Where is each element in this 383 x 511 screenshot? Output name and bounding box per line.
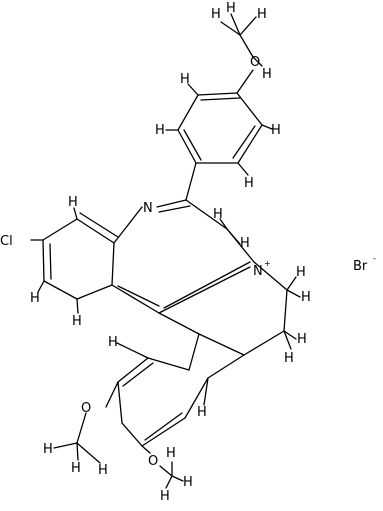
hydrogen-label: H	[271, 123, 281, 138]
bromide-charge-label: -	[373, 254, 376, 263]
hydrogen-label: H	[257, 7, 267, 22]
atom-labels: O N N + Cl Br - O O H H H H H H H H H H …	[0, 1, 376, 504]
hydrogen-label: H	[72, 314, 82, 329]
hydrogen-label: H	[244, 176, 254, 191]
hydrogen-label: H	[284, 351, 294, 366]
hydrogen-label: H	[68, 195, 78, 210]
hydrogen-label: H	[108, 335, 118, 350]
hydrogen-label: H	[301, 290, 311, 305]
hydrogen-label: H	[160, 489, 170, 504]
nitrogen-plus-label: N	[253, 264, 263, 279]
hydrogen-label: H	[180, 72, 190, 87]
bonds-diazepine	[111, 162, 255, 314]
hydrogen-label: H	[98, 463, 108, 478]
hydrogen-label: H	[211, 7, 221, 22]
hydrogen-label: H	[71, 461, 81, 476]
hydrogen-label: H	[155, 123, 165, 138]
hydrogen-label: H	[30, 291, 40, 306]
hydrogen-label: H	[183, 475, 193, 490]
bonds-chlorobenzo	[30, 207, 119, 314]
oxygen-top-label: O	[250, 55, 260, 70]
hydrogen-label: H	[297, 332, 307, 347]
hydrogen-label: H	[262, 67, 272, 82]
hydrogen-label: H	[43, 442, 53, 457]
nitrogen-imine-label: N	[143, 201, 153, 216]
hydrogen-label: H	[226, 1, 236, 16]
bonds-dimethoxy	[53, 412, 184, 489]
bonds-methoxyphenyl	[165, 13, 273, 176]
hydrogen-label: H	[213, 207, 223, 222]
oxygen-left-label: O	[81, 401, 91, 416]
bonds-isoquinoline	[105, 261, 301, 447]
hydrogen-label: H	[296, 265, 306, 280]
hydrogen-label: H	[240, 236, 250, 251]
bromide-label: Br	[353, 259, 368, 274]
hydrogen-label: H	[166, 446, 176, 461]
hydrogen-label: H	[197, 405, 207, 420]
chlorine-label: Cl	[0, 234, 13, 249]
oxygen-bottom-label: O	[148, 454, 158, 469]
nitrogen-charge-label: +	[264, 259, 271, 268]
